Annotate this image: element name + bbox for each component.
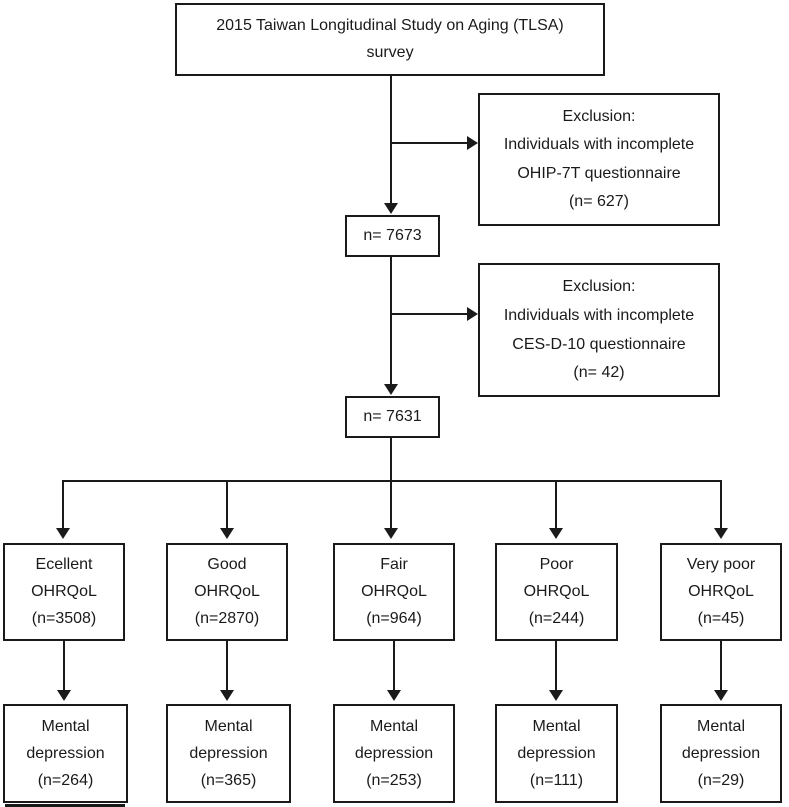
connector-group1-to-outcome	[63, 641, 65, 691]
connector-group4-to-outcome	[555, 641, 557, 691]
exclusion1-heading: Exclusion:	[562, 107, 636, 125]
ohrqol-2-quality: Good	[207, 556, 247, 574]
arrowhead-outcome1-icon	[57, 690, 71, 701]
ohrqol-box-5: Very poor OHRQoL (n=45)	[660, 543, 782, 641]
depression-1-line2: depression	[26, 744, 105, 762]
arrowhead-group2-icon	[220, 528, 234, 539]
sample-size-box-1: n= 7673	[345, 215, 440, 257]
ohrqol-2-scale: OHRQoL	[194, 583, 260, 601]
exclusion-box-ohip: Exclusion: Individuals with incomplete O…	[478, 93, 720, 226]
depression-2-line1: Mental	[204, 717, 253, 735]
ohrqol-box-3: Fair OHRQoL (n=964)	[333, 543, 455, 641]
ohrqol-1-count: (n=3508)	[31, 610, 97, 628]
depression-5-line2: depression	[681, 744, 761, 762]
study-title-line1: 2015 Taiwan Longitudinal Study on Aging …	[216, 16, 564, 34]
depression-1-line1: Mental	[41, 717, 90, 735]
ohrqol-4-count: (n=244)	[528, 610, 585, 628]
connector-to-exclusion2	[391, 313, 468, 315]
sample-size-1-label: n= 7673	[363, 227, 422, 245]
arrowhead-to-sample2-icon	[384, 384, 398, 395]
ohrqol-1-quality: Ecellent	[35, 556, 93, 574]
ohrqol-5-scale: OHRQoL	[688, 583, 754, 601]
branch-drop-4	[555, 481, 557, 528]
branch-drop-5	[720, 481, 722, 528]
branch-drop-1	[62, 481, 64, 528]
split-horizontal-line	[62, 480, 722, 482]
depression-box-2: Mental depression (n=365)	[166, 704, 291, 803]
depression-5-line1: Mental	[696, 717, 746, 735]
ohrqol-2-count: (n=2870)	[194, 610, 260, 628]
exclusion2-desc: Individuals with incomplete	[503, 306, 695, 324]
depression-box-1: Mental depression (n=264)	[3, 704, 128, 803]
depression-5-count: (n=29)	[697, 771, 745, 789]
exclusion2-count: (n= 42)	[573, 364, 625, 382]
sample-size-2-label: n= 7631	[363, 408, 422, 426]
depression-2-count: (n=365)	[200, 771, 257, 789]
connector-group5-to-outcome	[720, 641, 722, 691]
exclusion1-desc: Individuals with incomplete	[503, 136, 695, 154]
depression-2-line2: depression	[189, 744, 268, 762]
depression-box-4: Mental depression (n=111)	[495, 704, 618, 803]
depression-4-line1: Mental	[532, 717, 581, 735]
exclusion2-heading: Exclusion:	[562, 278, 636, 296]
arrowhead-to-sample1-icon	[384, 203, 398, 214]
connector-title-to-sample1	[390, 76, 392, 204]
arrowhead-group1-icon	[56, 528, 70, 539]
ohrqol-1-scale: OHRQoL	[31, 583, 97, 601]
exclusion1-count: (n= 627)	[568, 193, 630, 211]
arrowhead-outcome3-icon	[387, 690, 401, 701]
connector-sample2-to-split	[390, 438, 392, 529]
arrowhead-outcome4-icon	[549, 690, 563, 701]
depression-3-line2: depression	[354, 744, 434, 762]
ohrqol-4-quality: Poor	[539, 556, 574, 574]
connector-sample1-to-sample2	[390, 257, 392, 385]
exclusion2-instrument: CES-D-10 questionnaire	[512, 335, 686, 353]
sample-size-box-2: n= 7631	[345, 396, 440, 438]
connector-group3-to-outcome	[393, 641, 395, 691]
depression-4-line2: depression	[517, 744, 596, 762]
study-title-line2: survey	[366, 44, 414, 62]
ohrqol-5-count: (n=45)	[697, 610, 745, 628]
ohrqol-box-4: Poor OHRQoL (n=244)	[495, 543, 618, 641]
ohrqol-3-scale: OHRQoL	[361, 583, 427, 601]
exclusion1-instrument: OHIP-7T questionnaire	[517, 164, 681, 182]
arrowhead-outcome5-icon	[714, 690, 728, 701]
connector-to-exclusion1	[391, 142, 468, 144]
cropped-box-edge	[5, 804, 125, 807]
branch-drop-2	[226, 481, 228, 528]
depression-box-5: Mental depression (n=29)	[660, 704, 782, 803]
ohrqol-box-2: Good OHRQoL (n=2870)	[166, 543, 288, 641]
arrowhead-outcome2-icon	[220, 690, 234, 701]
ohrqol-box-1: Ecellent OHRQoL (n=3508)	[3, 543, 125, 641]
depression-4-count: (n=111)	[529, 771, 584, 789]
arrowhead-group3-icon	[384, 528, 398, 539]
arrowhead-to-exclusion1-icon	[467, 136, 478, 150]
ohrqol-3-quality: Fair	[380, 556, 408, 574]
ohrqol-4-scale: OHRQoL	[523, 583, 590, 601]
connector-group2-to-outcome	[226, 641, 228, 691]
depression-box-3: Mental depression (n=253)	[333, 704, 455, 803]
arrowhead-group5-icon	[714, 528, 728, 539]
exclusion-box-cesd: Exclusion: Individuals with incomplete C…	[478, 263, 720, 397]
depression-1-count: (n=264)	[37, 771, 94, 789]
ohrqol-5-quality: Very poor	[686, 556, 756, 574]
depression-3-line1: Mental	[369, 717, 419, 735]
study-title-box: 2015 Taiwan Longitudinal Study on Aging …	[175, 3, 605, 76]
depression-3-count: (n=253)	[366, 771, 422, 789]
arrowhead-to-exclusion2-icon	[467, 307, 478, 321]
ohrqol-3-count: (n=964)	[366, 610, 422, 628]
arrowhead-group4-icon	[549, 528, 563, 539]
